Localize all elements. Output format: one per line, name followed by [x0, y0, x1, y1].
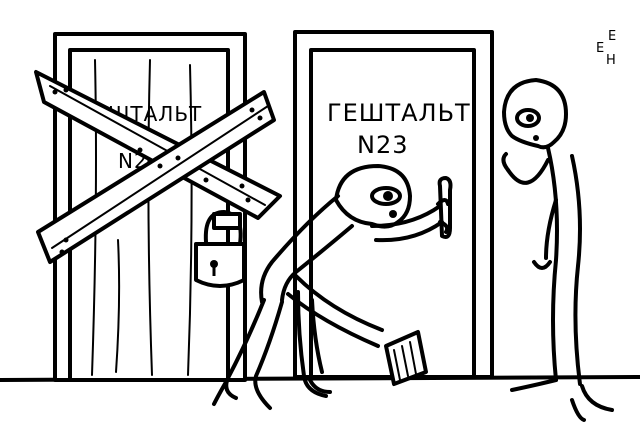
signature-letter-3: Н	[606, 53, 616, 68]
box-icon	[384, 330, 428, 386]
crouching-alien	[212, 164, 450, 410]
right-door-sign-line2: N23	[357, 131, 409, 159]
standing-alien	[501, 78, 614, 422]
right-door-sign-line1: ГЕШТАЛЬТ	[327, 99, 471, 127]
padlock-icon	[194, 210, 246, 288]
signature-letter-2: Е	[596, 41, 604, 56]
artist-signature: Е Е Н	[596, 29, 616, 68]
signature-letter-1: Е	[608, 29, 616, 44]
crossed-planks	[34, 70, 282, 264]
